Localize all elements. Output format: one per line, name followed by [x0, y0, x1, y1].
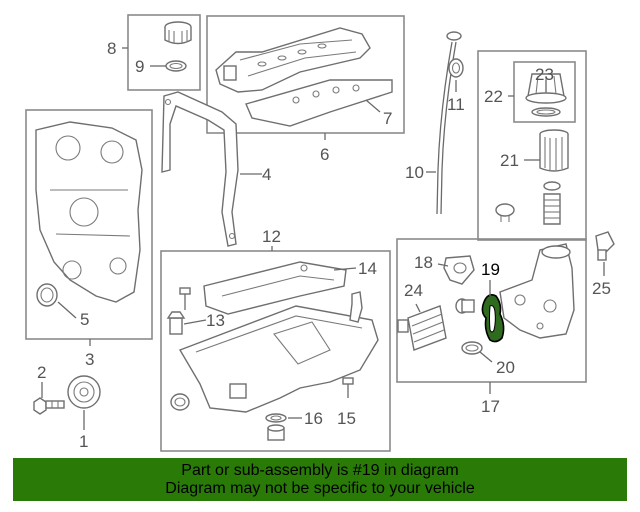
oil-filter-element [539, 129, 569, 172]
callout-11: 11 [447, 95, 465, 114]
oil-pressure-sensor-small [495, 203, 515, 222]
banner-line-1: Part or sub-assembly is #19 in diagram [181, 462, 459, 479]
banner-line-2: Diagram may not be specific to your vehi… [165, 480, 475, 497]
callout-16: 16 [304, 409, 323, 428]
callout-1: 1 [79, 432, 88, 451]
group-box-6 [206, 15, 405, 134]
drain-plug [267, 424, 285, 441]
callout-12: 12 [262, 227, 281, 246]
callout-5: 5 [80, 310, 89, 329]
callout-3: 3 [85, 350, 94, 369]
callout-6: 6 [320, 145, 329, 164]
oil-cooler [397, 305, 447, 351]
leader-lines [41, 47, 605, 430]
callout-15: 15 [337, 409, 356, 428]
oil-pan-baffle [203, 261, 347, 315]
dipstick-seal [448, 58, 464, 78]
group-box-22-outer [477, 50, 587, 241]
callout-20: 20 [496, 358, 515, 377]
filler-cap-seal [165, 60, 187, 72]
group-box-22 [513, 61, 576, 123]
front-cover-gasket [161, 91, 239, 247]
callout-17: 17 [481, 397, 500, 416]
group-box-3 [25, 109, 153, 340]
valve-cover [215, 27, 371, 93]
fitment-notice-banner: Part or sub-assembly is #19 in diagram D… [13, 458, 627, 501]
callout-24: 24 [404, 281, 423, 300]
housing-seal-20 [461, 341, 483, 355]
callout-2: 2 [37, 363, 46, 382]
callout-19[interactable]: 19 [481, 260, 500, 279]
callout-4: 4 [262, 165, 271, 184]
callout-22: 22 [484, 87, 503, 106]
callout-10: 10 [405, 163, 424, 182]
callout-7: 7 [383, 109, 392, 128]
oil-filler-cap [164, 21, 192, 45]
filter-bypass-valve [543, 181, 561, 225]
crankshaft-pulley [67, 375, 101, 409]
group-box-8 [127, 14, 201, 91]
group-box-17 [396, 238, 587, 383]
oil-pump-pickup [349, 291, 363, 323]
oil-pan-plug-seal [170, 393, 190, 411]
oil-filter-cap-seal [531, 107, 561, 117]
valve-cover-gasket [245, 79, 393, 127]
callout-13: 13 [206, 311, 225, 330]
engine-front-cover [35, 121, 143, 303]
callout-21: 21 [500, 151, 519, 170]
oil-cooler-gasket-19[interactable] [481, 294, 505, 343]
callout-14: 14 [358, 259, 377, 278]
oil-pressure-switch [595, 231, 615, 261]
oil-cooler-fitting [455, 298, 475, 314]
callout-9: 9 [135, 57, 144, 76]
callout-18: 18 [414, 253, 433, 272]
oil-pan-bolt [179, 287, 354, 398]
front-cover-seal [36, 283, 58, 307]
pulley-bolt [33, 397, 65, 415]
drain-plug-gasket [265, 413, 287, 423]
oil-cooler-seal-18 [443, 255, 475, 285]
oil-pan-drain-bolt-13 [166, 311, 186, 335]
callout-8: 8 [107, 39, 116, 58]
callout-25: 25 [592, 279, 611, 298]
group-box-12 [160, 250, 391, 452]
oil-dipstick [436, 31, 462, 215]
oil-filter-housing [499, 243, 575, 339]
callout-23: 23 [535, 65, 554, 84]
